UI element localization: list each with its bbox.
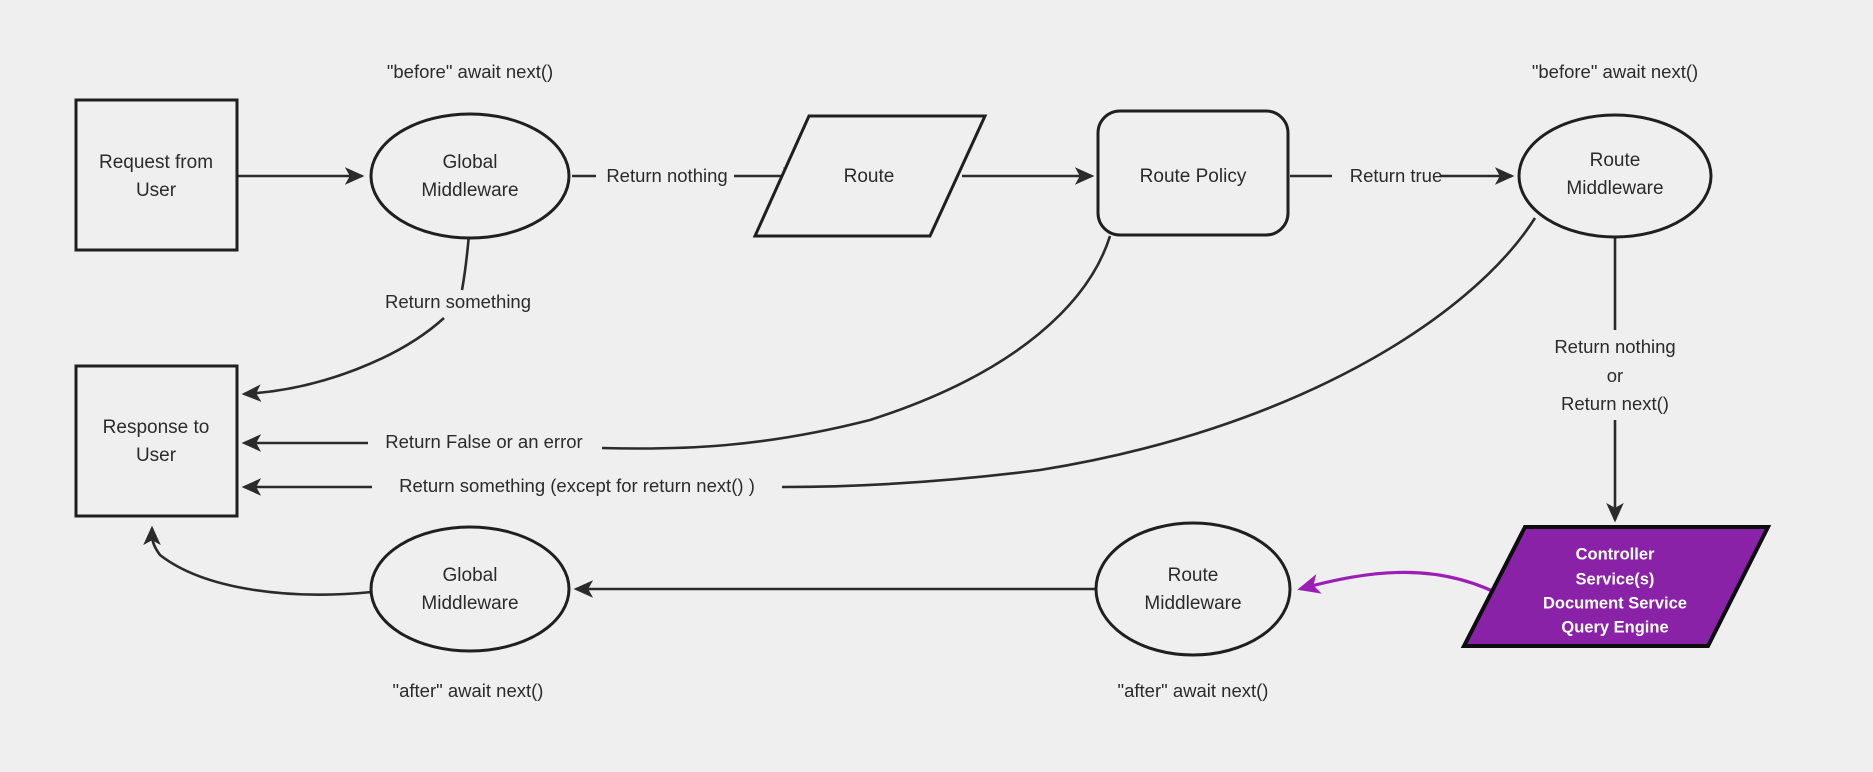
node-request-from-user[interactable]: Request from User [74, 98, 239, 252]
annotation-before-await-next-route: "before" await next() [1532, 61, 1698, 82]
node-route-policy[interactable]: Route Policy [1096, 109, 1290, 237]
edge-label-return-nothing: Return nothing [606, 165, 727, 186]
node-global-middleware-bottom[interactable]: Global Middleware [369, 525, 571, 653]
node-global-middleware-bottom-line2: Middleware [421, 593, 518, 614]
node-global-middleware-top[interactable]: Global Middleware [369, 112, 571, 240]
annotation-after-await-next-route: "after" await next() [1118, 680, 1269, 701]
node-global-middleware-top-line2: Middleware [421, 180, 518, 201]
annotation-after-await-next-global: "after" await next() [393, 680, 544, 701]
node-route-label: Route [844, 166, 895, 187]
node-controller-services[interactable]: Controller Service(s) Document Service Q… [1460, 525, 1772, 648]
edge-label-return-something: Return something [385, 291, 531, 312]
node-controller-services-line1: Controller [1576, 545, 1655, 563]
node-global-middleware-bottom-line1: Global [443, 565, 498, 586]
node-response-to-user-line1: Response to [103, 417, 210, 438]
node-controller-services-line4: Query Engine [1561, 618, 1668, 636]
node-route-middleware-bottom-line1: Route [1168, 565, 1219, 586]
node-response-to-user-line2: User [136, 445, 177, 466]
node-request-from-user-line2: User [136, 180, 177, 201]
node-route-middleware-top[interactable]: Route Middleware [1517, 113, 1713, 239]
annotation-before-await-next-global: "before" await next() [387, 61, 553, 82]
edge-controller-to-route-middleware-bottom [1297, 570, 1511, 602]
edge-global-middleware-return-something-b [241, 317, 445, 402]
edge-label-route-middleware-down-line2: or [1607, 365, 1623, 386]
edge-global-middleware-bottom-to-response [143, 525, 373, 596]
node-route-policy-label: Route Policy [1140, 166, 1247, 187]
edge-label-route-middleware-down-line1: Return nothing [1554, 336, 1675, 357]
node-controller-services-line2: Service(s) [1576, 570, 1655, 588]
node-route-middleware-bottom-line2: Middleware [1144, 593, 1241, 614]
node-controller-services-line3: Document Service [1543, 594, 1687, 612]
node-route-middleware-top-line2: Middleware [1566, 178, 1663, 199]
edge-label-route-middleware-down-line3: Return next() [1561, 393, 1669, 414]
edge-route-middleware-return-something-except-a [781, 217, 1537, 489]
node-request-from-user-line1: Request from [99, 152, 213, 173]
node-route-middleware-bottom[interactable]: Route Middleware [1094, 521, 1292, 657]
node-route[interactable]: Route [752, 114, 988, 238]
edge-route-policy-return-false-a [601, 235, 1112, 450]
edge-label-return-false-or-error: Return False or an error [385, 431, 582, 452]
node-route-middleware-top-line1: Route [1590, 150, 1641, 171]
edge-label-return-something-except: Return something (except for return next… [399, 475, 755, 496]
node-response-to-user[interactable]: Response to User [74, 364, 239, 518]
edge-label-return-true: Return true [1350, 165, 1443, 186]
node-global-middleware-top-line1: Global [443, 152, 498, 173]
